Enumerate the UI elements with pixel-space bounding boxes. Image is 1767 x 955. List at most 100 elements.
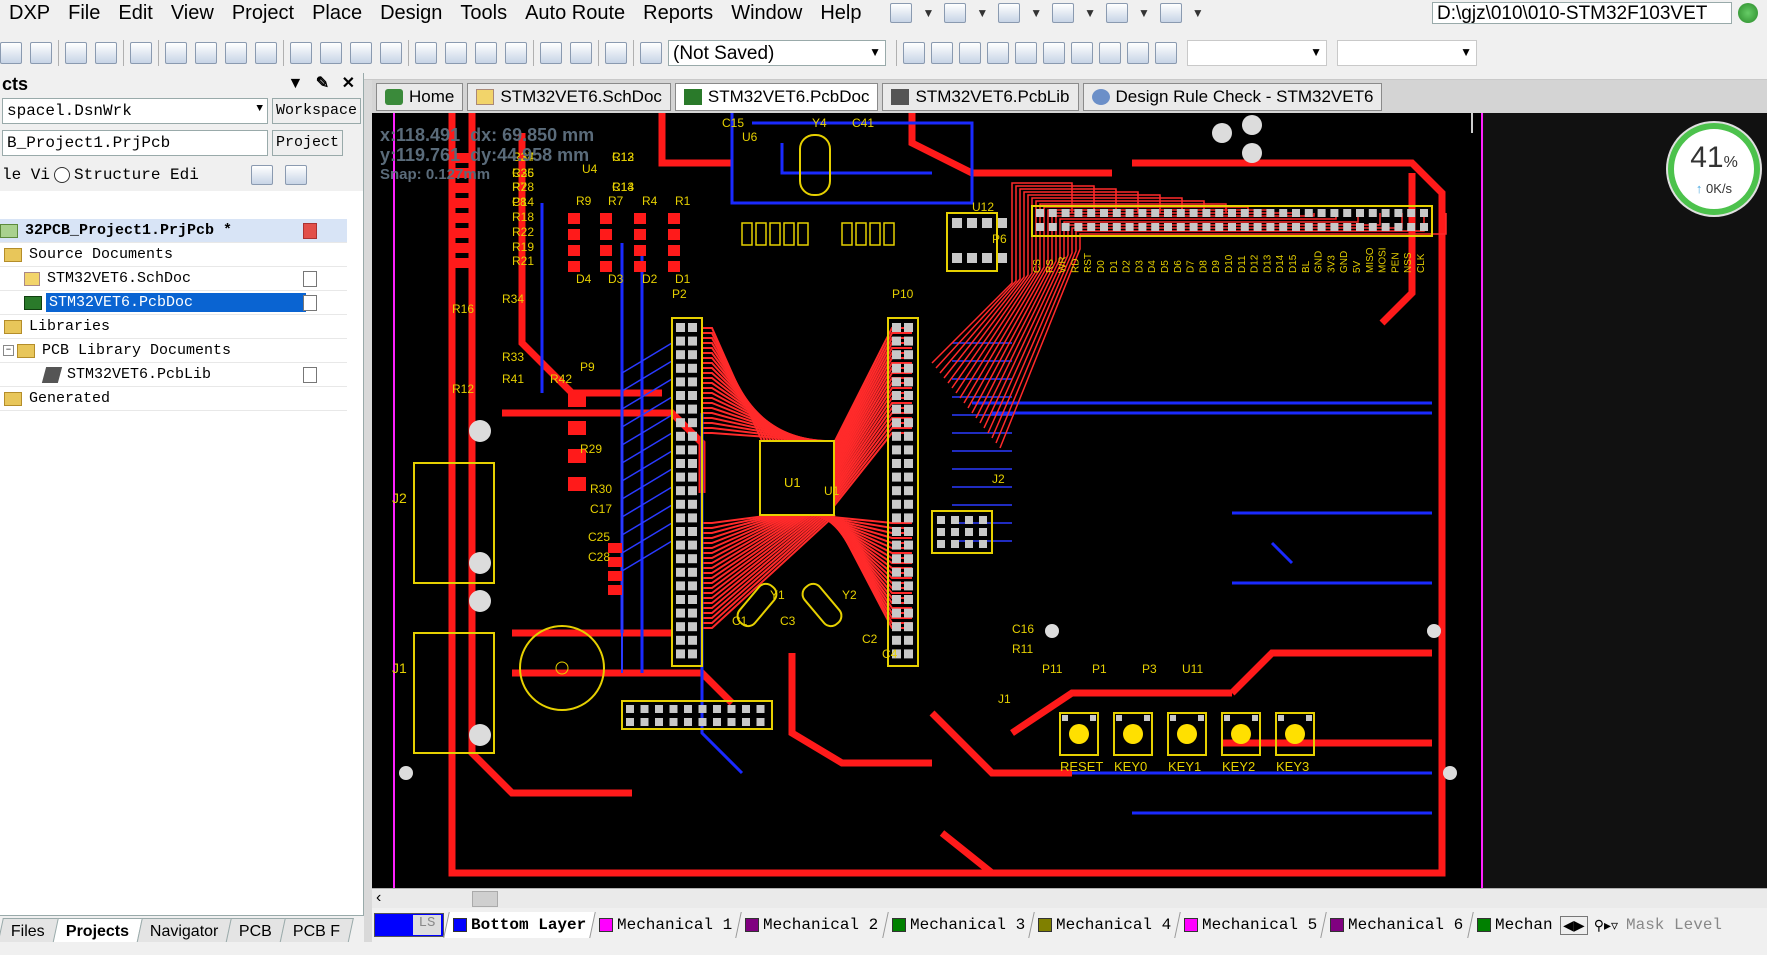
chevron-down-icon[interactable]: ▼	[976, 6, 989, 20]
file-view-option[interactable]: le Vi	[2, 166, 71, 184]
menu-window[interactable]: Window	[731, 1, 803, 24]
menu-project[interactable]: Project	[231, 1, 295, 24]
copy-icon[interactable]	[320, 41, 342, 64]
network-speed-gauge[interactable]: 41% ↑ 0K/s	[1668, 123, 1760, 215]
find-similar-icon[interactable]	[998, 3, 1021, 23]
connector-j1[interactable]: J1	[392, 632, 495, 754]
multi-route-icon[interactable]	[959, 41, 981, 64]
project-button[interactable]: Project	[272, 130, 344, 156]
align-icon[interactable]	[944, 3, 967, 23]
component-icon[interactable]	[1155, 41, 1177, 64]
project-field[interactable]: B_Project1.PrjPcb	[2, 130, 268, 156]
layer-tab[interactable]: Mechanical 5	[1174, 912, 1327, 938]
tab-navigator[interactable]: Navigator	[136, 918, 233, 945]
chevron-left-icon[interactable]: ‹	[376, 889, 382, 906]
zoom-filter-icon[interactable]	[255, 41, 277, 64]
zoom-fit-icon[interactable]	[165, 41, 187, 64]
tab-schdoc[interactable]: STM32VET6.SchDoc	[467, 82, 671, 111]
crystal-y2[interactable]	[799, 580, 845, 630]
save-icon[interactable]	[30, 41, 52, 64]
workspace-combo[interactable]: spacel.DsnWrk	[2, 98, 268, 124]
rubber-stamp-icon[interactable]	[380, 41, 402, 64]
tree-item-pcblib[interactable]: STM32VET6.PcbLib	[0, 363, 347, 387]
print-preview-icon[interactable]	[95, 41, 117, 64]
crossprobe-icon[interactable]	[605, 41, 627, 64]
3d-view-icon[interactable]	[130, 41, 152, 64]
chevron-down-icon[interactable]: ▼	[922, 6, 935, 20]
select-area-icon[interactable]	[415, 41, 437, 64]
route-icon[interactable]	[903, 41, 925, 64]
dimension-icon[interactable]	[1052, 3, 1075, 23]
structure-editor-option[interactable]: Structure Edi	[74, 166, 199, 184]
arc-icon[interactable]	[1043, 41, 1065, 64]
open-icon[interactable]	[0, 41, 22, 64]
mask-level-button[interactable]: Mask Level	[1626, 916, 1723, 934]
u1-mcu[interactable]: U1	[759, 440, 835, 516]
tree-item-pcbdoc[interactable]: STM32VET6.PcbDoc	[0, 291, 347, 315]
refresh-icon[interactable]	[250, 165, 273, 185]
current-layer-swatch[interactable]: LS	[374, 913, 444, 937]
clear-filter-icon[interactable]	[505, 41, 527, 64]
layer-filter-icon[interactable]: ⚲▸▿	[1593, 916, 1618, 933]
tab-pcbdoc[interactable]: STM32VET6.PcbDoc	[674, 82, 879, 111]
tab-drc-report[interactable]: Design Rule Check - STM32VET6	[1082, 82, 1383, 111]
undo-icon[interactable]	[540, 41, 562, 64]
polygon-pour-icon[interactable]	[1099, 41, 1121, 64]
layer-tab[interactable]: Mechanical 2	[735, 912, 888, 938]
cut-icon[interactable]	[290, 41, 312, 64]
collapse-icon[interactable]: −	[3, 345, 14, 356]
room-icon[interactable]	[1106, 3, 1129, 23]
deselect-icon[interactable]	[475, 41, 497, 64]
string-icon[interactable]	[1127, 41, 1149, 64]
tree-item-libraries[interactable]: Libraries	[0, 315, 347, 339]
tree-item-project[interactable]: 32PCB_Project1.PrjPcb *	[0, 219, 347, 243]
layer-scroll-icon[interactable]: ◀▶	[1560, 915, 1588, 935]
workspace-button[interactable]: Workspace	[272, 98, 362, 124]
zoom-selected-icon[interactable]	[225, 41, 247, 64]
tree-item-pcb-library-documents[interactable]: − PCB Library Documents	[0, 339, 347, 363]
paste-icon[interactable]	[350, 41, 372, 64]
layer-tab[interactable]: Mechanical 6	[1320, 912, 1473, 938]
tab-pcb-filter[interactable]: PCB F	[279, 918, 355, 945]
view-config-combo[interactable]: (Not Saved)	[668, 39, 886, 66]
move-icon[interactable]	[445, 41, 467, 64]
menu-edit[interactable]: Edit	[118, 1, 153, 24]
menu-help[interactable]: Help	[820, 1, 862, 24]
tab-files[interactable]: Files	[0, 918, 59, 945]
layer-tab[interactable]: Bottom Layer	[443, 912, 595, 938]
crystal-y1[interactable]	[734, 580, 780, 630]
globe-icon[interactable]	[1738, 3, 1758, 23]
scroll-thumb[interactable]	[472, 891, 498, 907]
chevron-down-icon[interactable]: ▼	[1030, 6, 1043, 20]
via-icon[interactable]	[1015, 41, 1037, 64]
radio-icon[interactable]	[54, 167, 71, 183]
filter-combo-1[interactable]	[1187, 39, 1327, 66]
menu-dxp[interactable]: DXP	[9, 1, 51, 24]
panel-controls[interactable]: ▼ ✎ ✕	[287, 75, 359, 92]
diff-pair-route-icon[interactable]	[931, 41, 953, 64]
menu-place[interactable]: Place	[312, 1, 363, 24]
print-icon[interactable]	[65, 41, 87, 64]
document-path-combo[interactable]: D:\gjz\010\010-STM32F103VET	[1432, 2, 1732, 24]
chevron-down-icon[interactable]: ▼	[1138, 6, 1150, 20]
menu-auto-route[interactable]: Auto Route	[525, 1, 626, 24]
tab-pcb[interactable]: PCB	[225, 918, 287, 945]
p1-header[interactable]	[621, 700, 773, 730]
chevron-down-icon[interactable]: ▼	[1191, 6, 1204, 20]
tab-home[interactable]: Home	[376, 82, 464, 111]
layer-tab[interactable]: Mechanical 1	[589, 912, 742, 938]
layer-tab[interactable]: Mechanical 3	[881, 912, 1034, 938]
tab-pcblib[interactable]: STM32VET6.PcbLib	[882, 82, 1079, 111]
horizontal-scrollbar[interactable]: ‹	[372, 888, 1767, 908]
tree-item-generated[interactable]: Generated	[0, 387, 347, 411]
tab-projects[interactable]: Projects	[51, 918, 143, 945]
tree-item-schdoc[interactable]: STM32VET6.SchDoc	[0, 267, 347, 291]
menu-file[interactable]: File	[68, 1, 101, 24]
browse-components-icon[interactable]	[640, 41, 662, 64]
chevron-down-icon[interactable]: ▼	[1084, 6, 1097, 20]
connector-j2[interactable]: J2	[392, 462, 495, 584]
zoom-area-icon[interactable]	[195, 41, 217, 64]
